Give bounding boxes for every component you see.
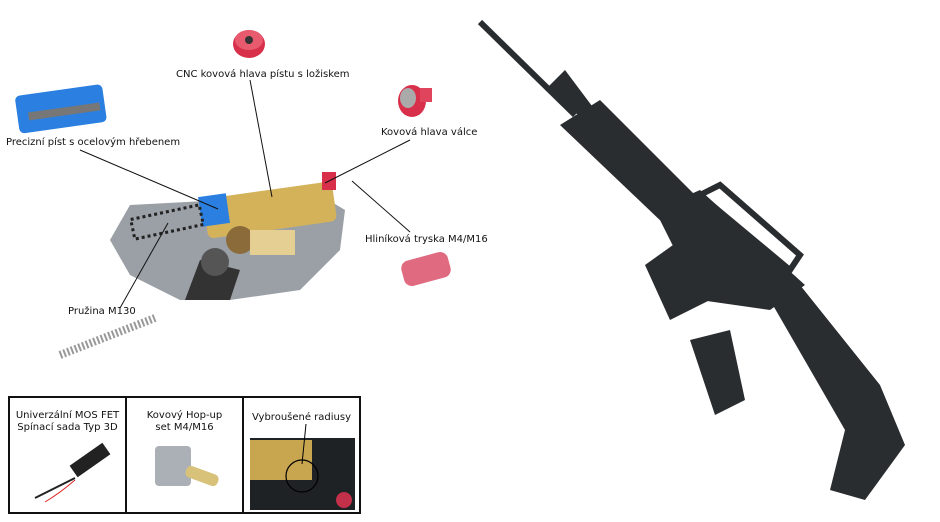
nozzle-image xyxy=(401,252,451,286)
callout-cylinder-head: Kovová hlava válce xyxy=(381,127,478,138)
cylinder-head-image xyxy=(398,85,432,117)
hopup-title-line1: Kovový Hop-up xyxy=(146,410,223,421)
callout-lines xyxy=(79,79,411,309)
feature-box-hopup: Kovový Hop-up set M4/M16 xyxy=(125,396,244,514)
radius-image xyxy=(250,423,355,510)
piston-image xyxy=(15,84,107,134)
hopup-image xyxy=(155,446,219,487)
mosfet-title-line2: Spínací sada Typ 3D xyxy=(17,422,118,433)
callout-piston: Precizní píst s ocelovým hřebenem xyxy=(6,137,181,148)
rifle-image xyxy=(477,19,905,500)
feature-box-mosfet: Univerzální MOS FET Spínací sada Typ 3D xyxy=(8,396,127,514)
callout-spring: Pružina M130 xyxy=(68,306,136,317)
piston-head-image xyxy=(233,30,265,58)
callout-nozzle: Hliníková tryska M4/M16 xyxy=(365,234,488,245)
radius-title: Vybroušené radiusy xyxy=(251,412,352,423)
mosfet-title-line1: Univerzální MOS FET xyxy=(15,410,120,421)
gearbox-image xyxy=(110,172,345,300)
spring-image xyxy=(58,314,157,359)
hopup-title-line2: set M4/M16 xyxy=(155,422,214,433)
mosfet-image xyxy=(34,442,111,503)
callout-piston-head: CNC kovová hlava pístu s ložiskem xyxy=(176,69,350,80)
feature-box-radius: Vybroušené radiusy xyxy=(242,396,361,514)
